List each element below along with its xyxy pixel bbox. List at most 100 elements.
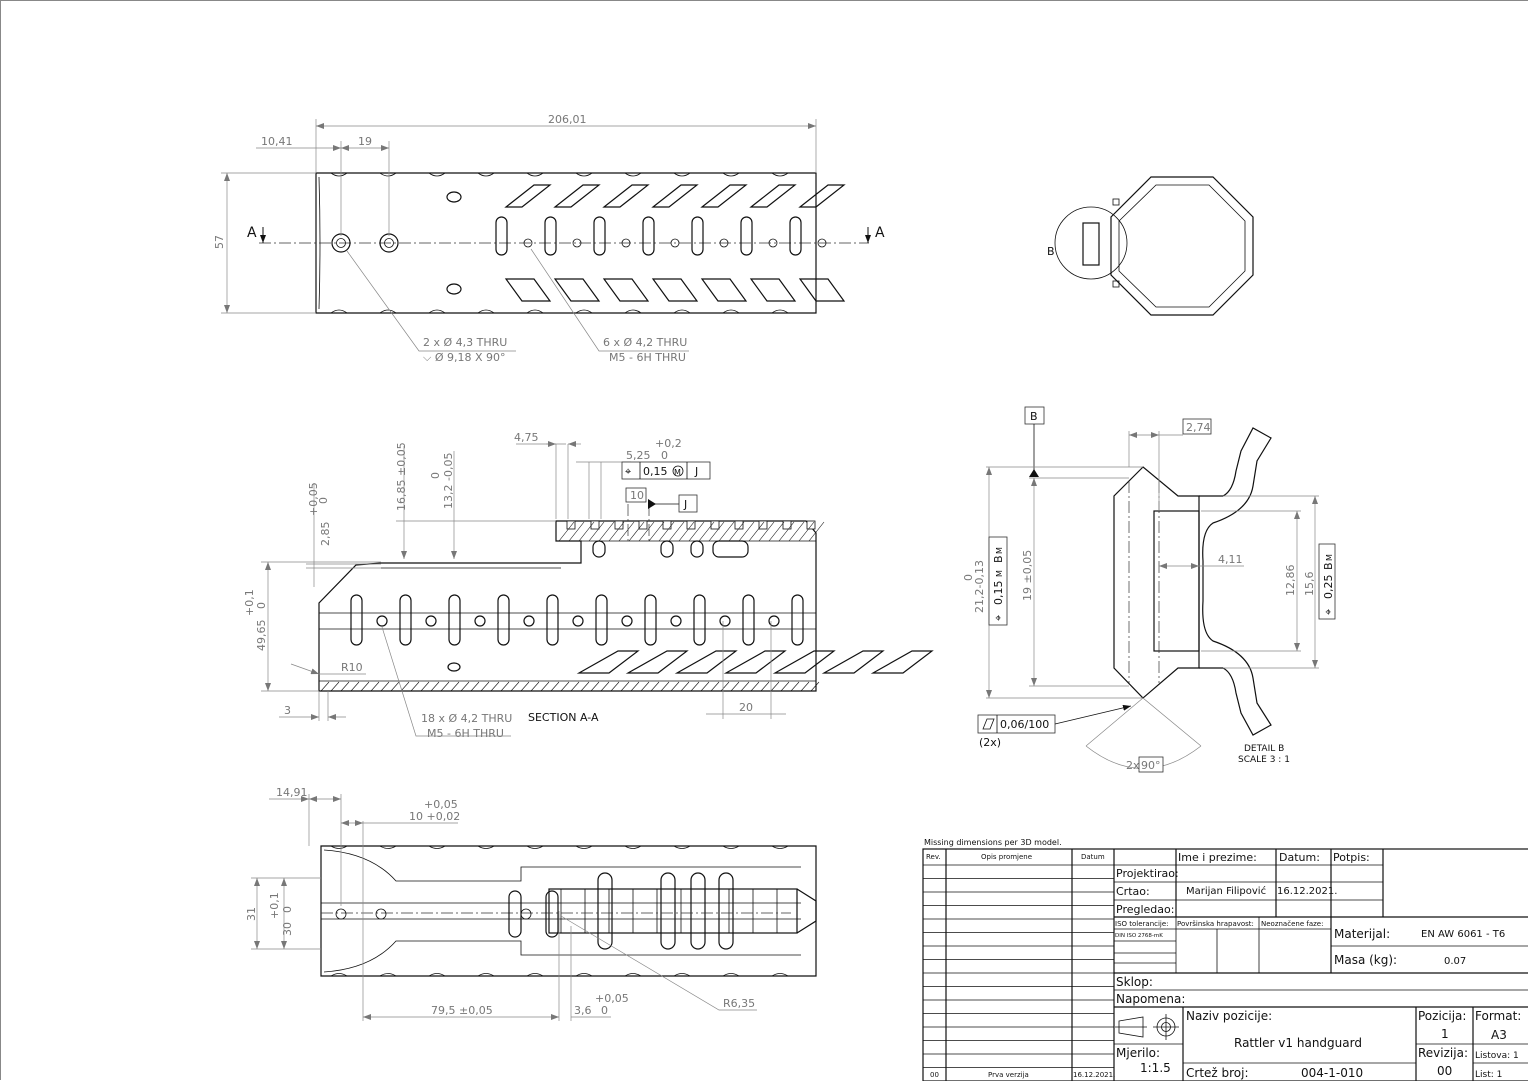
role-designed: Projektirao: bbox=[1116, 867, 1179, 880]
hatch-line bbox=[718, 521, 735, 542]
scallop bbox=[428, 973, 446, 977]
lightening-cut bbox=[625, 650, 689, 674]
tapped-hole bbox=[425, 615, 437, 627]
roughness-label: Površinska hrapavost: bbox=[1177, 920, 1254, 928]
flatness-icon bbox=[982, 718, 995, 730]
hatch-line bbox=[698, 521, 715, 542]
hatch-line bbox=[560, 681, 570, 692]
dim-height: 57 bbox=[213, 235, 226, 249]
dim-19: 19 ±0,05 bbox=[1021, 550, 1034, 601]
rail-slot bbox=[718, 872, 734, 950]
hatch-line bbox=[758, 521, 775, 542]
feature-control-frame-left: ⌖ 0,15 M B M bbox=[988, 536, 1008, 626]
lightening-cut bbox=[749, 184, 797, 208]
hatch-line bbox=[770, 681, 780, 692]
dim-2-85-tol-lower: 0 bbox=[317, 497, 330, 504]
scallop bbox=[575, 309, 593, 314]
lightening-cut bbox=[504, 184, 552, 208]
rail-notch bbox=[686, 520, 696, 530]
hatch-line bbox=[780, 681, 790, 692]
hatch-line bbox=[668, 521, 685, 542]
rail-notch bbox=[566, 520, 576, 530]
rail-slot bbox=[597, 872, 613, 950]
scallop bbox=[428, 172, 446, 177]
rev-row-date: 16.12.2021. bbox=[1073, 1071, 1115, 1079]
dim-3-6-tol-upper: +0,05 bbox=[595, 992, 629, 1005]
tapped-hole bbox=[572, 615, 584, 627]
scallop bbox=[673, 172, 691, 177]
scallop bbox=[624, 973, 642, 977]
hatch-line bbox=[620, 681, 630, 692]
lightening-cut bbox=[723, 650, 787, 674]
scallop bbox=[330, 973, 348, 977]
hatch-line bbox=[430, 681, 440, 692]
role-checked: Pregledao: bbox=[1116, 903, 1174, 916]
detail-b-title: DETAIL B bbox=[1244, 744, 1284, 754]
rail-notch bbox=[710, 520, 720, 530]
hatch-line bbox=[630, 681, 640, 692]
hatch-line bbox=[648, 521, 665, 542]
lightening-cut bbox=[700, 278, 748, 302]
hatch-line bbox=[558, 521, 575, 542]
rev-row-desc: Prva verzija bbox=[988, 1071, 1029, 1079]
feature-control-frame-j: ⌖ 0,15 M J bbox=[621, 461, 711, 480]
scallop bbox=[428, 309, 446, 314]
scallop bbox=[722, 845, 740, 849]
callout-18-holes-line1: 18 x Ø 4,2 THRU bbox=[421, 712, 512, 725]
scallop bbox=[771, 845, 789, 849]
dim-21-2: 21,2-0,13 bbox=[973, 560, 986, 613]
end-view: B bbox=[1047, 176, 1254, 316]
scallop bbox=[771, 172, 789, 177]
rail-slot bbox=[742, 594, 755, 646]
hatch-line bbox=[798, 521, 815, 542]
flatness-count: (2x) bbox=[979, 736, 1001, 749]
format-value: A3 bbox=[1491, 1028, 1507, 1042]
lightening-cut bbox=[553, 278, 601, 302]
hatch-line bbox=[570, 681, 580, 692]
section-a-a: 4,75 5,25 +0,2 0 ⌖ 0,15 M J 10 J 16,85 ±… bbox=[243, 431, 934, 740]
dim-16-85: 16,85 ±0,05 bbox=[395, 442, 408, 511]
tapped-hole bbox=[817, 238, 827, 248]
rail-notch bbox=[590, 520, 600, 530]
lightening-cut bbox=[576, 650, 640, 674]
fcf-tolerance: 0,15 bbox=[643, 465, 668, 478]
hatch-line bbox=[500, 681, 510, 692]
hatch-line bbox=[788, 521, 805, 542]
tapped-hole bbox=[670, 615, 682, 627]
scallop bbox=[379, 172, 397, 177]
tapped-hole bbox=[768, 238, 778, 248]
scallop bbox=[673, 845, 691, 849]
hatch-line bbox=[650, 681, 660, 692]
rail-slot bbox=[497, 594, 510, 646]
hatch-line bbox=[568, 521, 585, 542]
hatch-line bbox=[760, 681, 770, 692]
hatch-line bbox=[720, 681, 730, 692]
hatch-line bbox=[350, 681, 360, 692]
hatch-line bbox=[628, 521, 645, 542]
scallop bbox=[477, 309, 495, 314]
scallop bbox=[379, 309, 397, 314]
hatch-line bbox=[410, 681, 420, 692]
hatch-line bbox=[790, 681, 800, 692]
rail-slot bbox=[789, 216, 802, 256]
rail-slot bbox=[693, 594, 706, 646]
mass-label: Masa (kg): bbox=[1334, 953, 1397, 967]
fcf-left-datum: B bbox=[992, 555, 1005, 563]
vent-hole bbox=[446, 283, 462, 295]
rail-slot bbox=[660, 872, 676, 950]
hatch-line bbox=[608, 521, 625, 542]
hatch-line bbox=[738, 521, 755, 542]
revision-value: 00 bbox=[1437, 1064, 1452, 1078]
lightening-cut bbox=[651, 184, 699, 208]
hatch-line bbox=[330, 681, 340, 692]
rev-row-rev: 00 bbox=[930, 1071, 939, 1079]
scallop bbox=[575, 172, 593, 177]
rail-slot bbox=[495, 216, 508, 256]
signature-header: Potpis: bbox=[1333, 851, 1370, 864]
scallop bbox=[624, 845, 642, 849]
rail-notch bbox=[782, 520, 792, 530]
scallop bbox=[673, 973, 691, 977]
hatch-line bbox=[390, 681, 400, 692]
name-header: Ime i prezime: bbox=[1178, 851, 1257, 864]
